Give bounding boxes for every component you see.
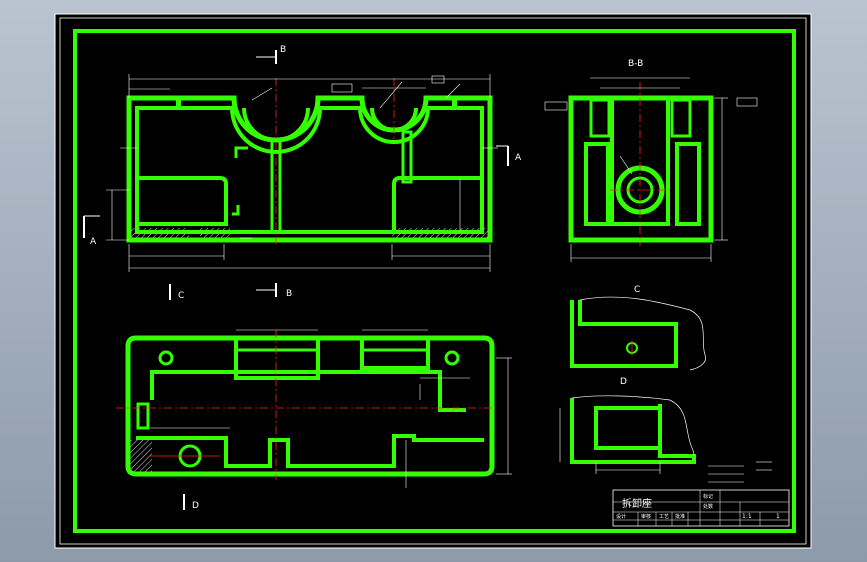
notch-2 [232, 205, 240, 216]
svg-text:A: A [90, 237, 97, 247]
bottom-boss [136, 402, 150, 430]
bottom-block-2 [360, 336, 430, 370]
section-marker-b-bottom: B [256, 283, 292, 299]
main-outline [126, 95, 493, 243]
bb-cavity-left [584, 142, 610, 226]
view-d-title: D [620, 377, 627, 387]
title-row-label-5: 批准 [675, 513, 685, 520]
section-bb-view[interactable]: B-B [544, 59, 758, 262]
title-block-grid [613, 490, 789, 526]
rib-center [270, 138, 282, 234]
main-dimensions [106, 74, 498, 272]
title-block-frame [612, 489, 790, 527]
view-marker-c: C [169, 284, 184, 301]
bottom-hole-2 [444, 350, 460, 366]
view-c-break [579, 296, 706, 371]
bottom-block-1 [234, 336, 320, 380]
view-c-title: C [634, 285, 640, 295]
title-row-label-3: 审核 [641, 513, 651, 520]
title-row-label-0: 标记 [703, 493, 713, 500]
bottom-outline [125, 335, 495, 477]
title-row-label-1: 处数 [703, 503, 713, 510]
tech-notes [708, 461, 772, 483]
svg-text:D: D [192, 501, 199, 511]
view-c[interactable]: C [570, 285, 706, 371]
section-bb-title: B-B [628, 59, 643, 69]
bb-dimensions [544, 77, 758, 262]
section-marker-b-top: B [256, 45, 286, 64]
bottom-inner-lower [136, 434, 484, 468]
view-d-pocket [594, 406, 662, 450]
bottom-hole-1 [158, 350, 174, 366]
title-row-label-2: 设计 [616, 513, 626, 520]
bb-cavity-right [675, 142, 701, 226]
title-row-label-4: 工艺 [659, 514, 669, 520]
scale-value: 1:1 [742, 513, 752, 520]
rib-right [401, 130, 413, 184]
pocket-right [392, 176, 482, 232]
main-view[interactable]: B B A A C [83, 45, 522, 301]
view-d-break [571, 395, 695, 457]
svg-text:B: B [286, 289, 292, 299]
title-block[interactable]: 拆卸座 标记 处数 设计 审核 工艺 批准 1:1 1 [612, 489, 790, 527]
view-d[interactable]: D [559, 377, 696, 474]
svg-text:B: B [280, 45, 286, 55]
bb-slot-left [589, 98, 611, 138]
section-marker-a-left: A [83, 215, 100, 247]
bottom-inner-top [150, 370, 466, 412]
bb-slot-right [670, 98, 692, 138]
pocket-left [137, 176, 228, 226]
svg-text:A: A [515, 153, 522, 163]
main-inner-wall [135, 106, 484, 234]
bottom-dimensions [150, 329, 512, 488]
sheet-value: 1 [776, 513, 780, 520]
boss-left [176, 96, 181, 108]
part-name: 拆卸座 [622, 497, 652, 510]
svg-text:C: C [178, 291, 184, 301]
view-marker-d: D [183, 494, 199, 511]
bottom-view[interactable]: D [116, 329, 512, 511]
inner-frame [73, 29, 796, 533]
boss-right [452, 96, 457, 108]
view-c-outline [570, 300, 678, 368]
view-d-dimensions [559, 408, 661, 474]
bottom-hatch [128, 440, 152, 474]
notch [234, 146, 248, 158]
sheet-background [54, 13, 812, 549]
outer-frame [59, 17, 807, 545]
section-marker-a-right: A [496, 145, 522, 166]
